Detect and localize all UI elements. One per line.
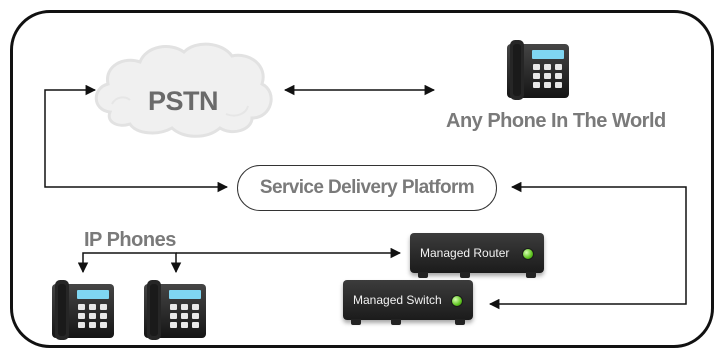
ipphones-bus (77, 252, 182, 274)
world-phone-icon (507, 40, 569, 100)
ip-phones-label: IP Phones (84, 229, 176, 251)
managed-switch: Managed Switch (343, 280, 473, 325)
ip-phone-icon-1 (52, 280, 114, 340)
router-foot (460, 272, 470, 278)
service-delivery-platform-label: Service Delivery Platform (259, 177, 475, 198)
switch-foot (351, 319, 361, 325)
pstn-label: PSTN (148, 86, 219, 116)
any-phone-label: Any Phone In The World (446, 110, 666, 132)
router-foot (418, 272, 428, 278)
status-led-icon (522, 248, 534, 260)
sdp-switch-arrow (488, 181, 687, 310)
switch-foot (391, 319, 401, 325)
router-foot (526, 272, 536, 278)
service-delivery-platform-node: Service Delivery Platform (237, 165, 497, 211)
status-led-icon (451, 295, 463, 307)
managed-router: Managed Router (410, 233, 544, 278)
managed-switch-label: Managed Switch (353, 293, 442, 307)
managed-router-label: Managed Router (420, 246, 510, 260)
connectors (44, 84, 687, 310)
switch-foot (455, 319, 465, 325)
ip-phone-icon-2 (144, 280, 206, 340)
pstn-sdp-arrow (44, 84, 229, 193)
